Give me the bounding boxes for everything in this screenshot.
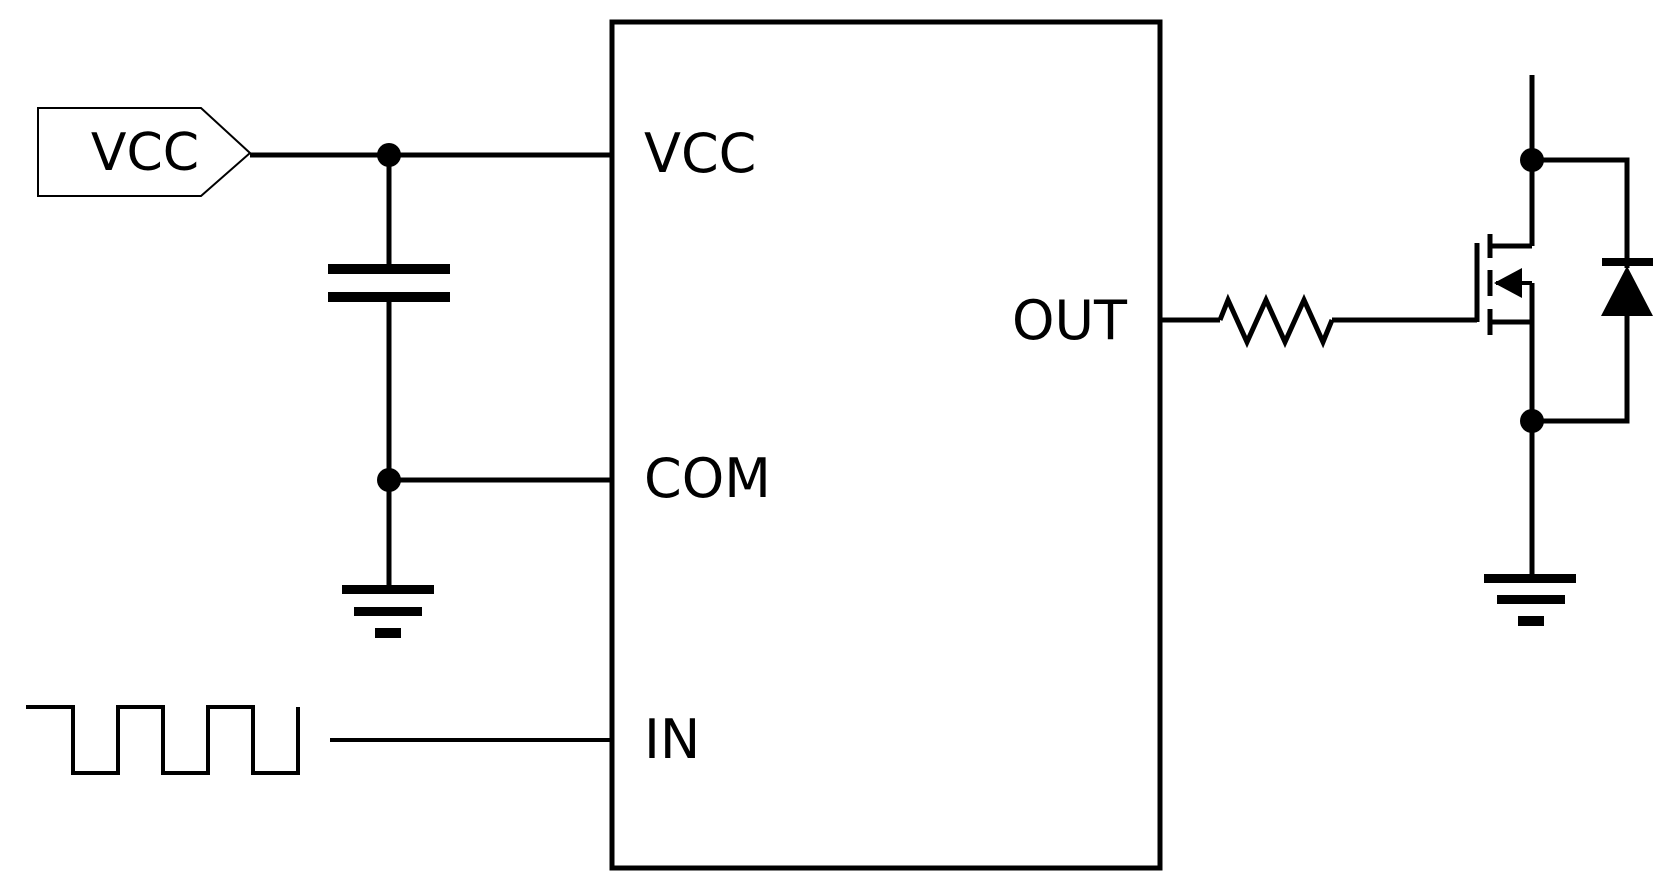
- square-wave-signal: [26, 705, 300, 775]
- gate-driver-ic: VCC COM IN OUT: [609, 19, 1163, 871]
- ic-pin-vcc-label: VCC: [644, 122, 756, 185]
- vcc-port-label: VCC: [91, 123, 199, 183]
- ground-bar-1: [1484, 574, 1576, 583]
- mosfet: [1474, 75, 1535, 580]
- mosfet-body-arrow: [1494, 268, 1522, 298]
- capacitor-top-plate: [328, 264, 450, 274]
- ic-pin-out-label: OUT: [1012, 289, 1128, 352]
- ground-symbol-left: [342, 585, 434, 638]
- ic-body: [609, 19, 1163, 871]
- ground-symbol-right: [1484, 574, 1576, 626]
- vcc-port-flag: [37, 107, 252, 197]
- ground-bar-2: [1497, 595, 1565, 604]
- vcc-port: VCC: [37, 107, 252, 197]
- diode-bottom-wire: [1532, 316, 1630, 424]
- diode-anode-triangle: [1601, 266, 1653, 316]
- ic-pin-com-label: COM: [644, 447, 771, 510]
- ic-pin-in-label: IN: [644, 708, 700, 771]
- ground-bar-2: [354, 607, 422, 616]
- ground-bar-3: [1518, 616, 1544, 626]
- ground-bar-3: [375, 628, 401, 638]
- diode-top-wire: [1532, 157, 1630, 268]
- diode-cathode-bar: [1602, 258, 1653, 266]
- bypass-capacitor: [328, 155, 450, 588]
- gate-resistor: [1217, 293, 1335, 349]
- ground-bar-1: [342, 585, 434, 594]
- freewheeling-diode: [1532, 157, 1653, 424]
